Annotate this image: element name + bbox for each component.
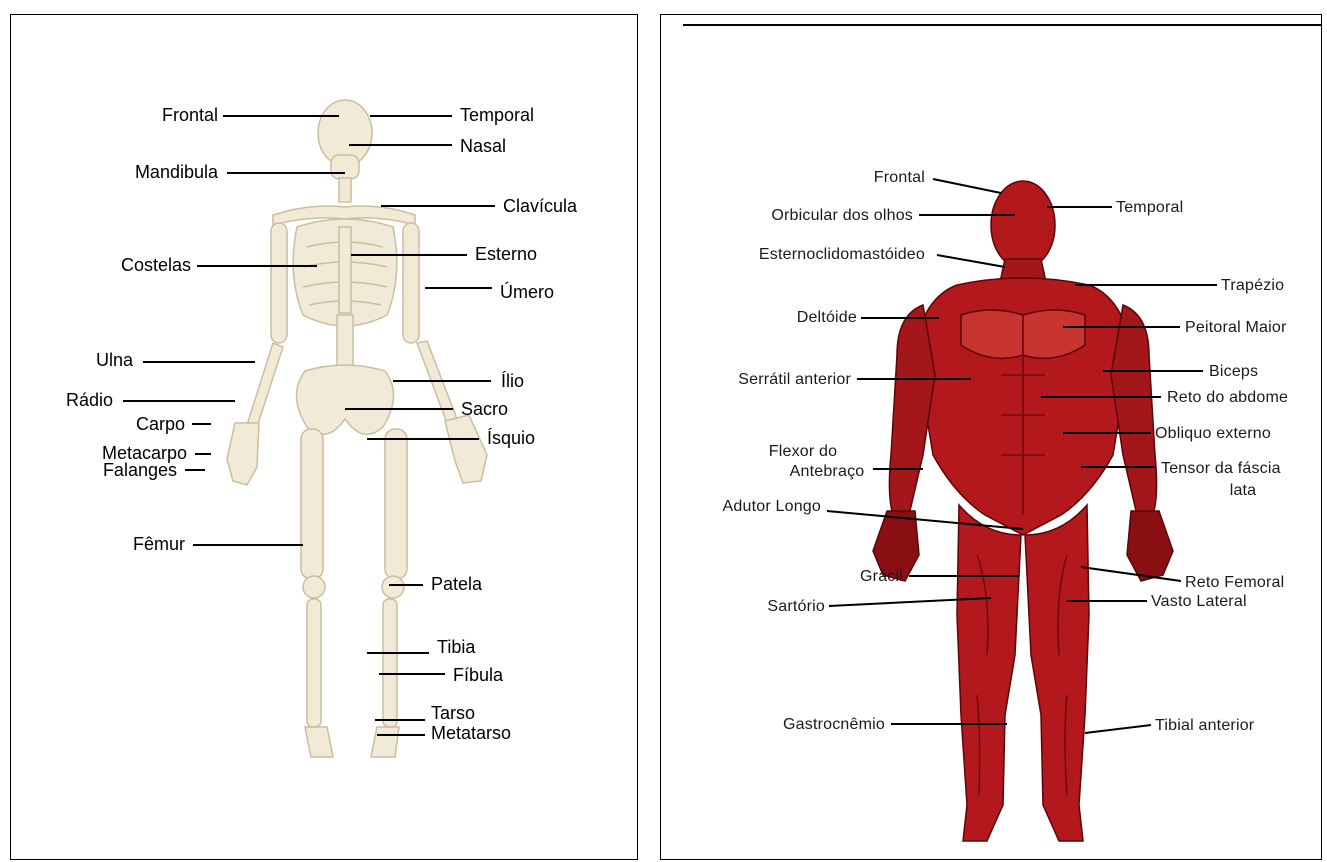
label-vasto-lateral: Vasto Lateral	[1151, 593, 1247, 610]
label-carpo: Carpo	[136, 414, 185, 434]
label-mandibula: Mandibula	[135, 162, 219, 182]
right-humerus	[403, 223, 419, 343]
label-flexor-2: Antebraço	[790, 463, 865, 480]
right-femur	[385, 429, 407, 579]
label-adutor: Adutor Longo	[723, 498, 821, 515]
label-ilio: Ílio	[501, 371, 524, 391]
muscles-diagram: Frontal Temporal Orbicular dos olhos Est…	[661, 15, 1322, 860]
label-flexor-1: Flexor do	[769, 443, 838, 460]
label-tarso: Tarso	[431, 703, 475, 723]
label-orbicular: Orbicular dos olhos	[771, 207, 913, 224]
skeleton-panel: Frontal Temporal Nasal Mandibula Clavícu…	[10, 14, 638, 860]
muscles-panel: Frontal Temporal Orbicular dos olhos Est…	[660, 14, 1322, 860]
label-peitoral: Peitoral Maior	[1185, 319, 1287, 336]
label-trapezio: Trapézio	[1221, 277, 1284, 294]
right-patella	[382, 576, 404, 598]
label-sacro: Sacro	[461, 399, 508, 419]
label-deltoide: Deltóide	[797, 309, 857, 326]
label-gracil: Grácil	[860, 568, 903, 585]
label-biceps: Biceps	[1209, 363, 1258, 380]
left-foot	[305, 727, 333, 757]
label-tensor-1: Tensor da fáscia	[1161, 460, 1281, 477]
left-hand	[227, 423, 259, 485]
right-leg	[1025, 505, 1089, 841]
label-clavicula: Clavícula	[503, 196, 578, 216]
pelvis	[296, 365, 393, 434]
right-hand	[445, 415, 487, 483]
neck-vertebrae	[339, 178, 351, 202]
label-tibial-anterior: Tibial anterior	[1155, 717, 1255, 734]
label-ulna: Ulna	[96, 350, 134, 370]
right-foot	[371, 727, 399, 757]
pectorals	[961, 310, 1085, 358]
label-temporal: Temporal	[460, 105, 534, 125]
label-femur: Fêmur	[133, 534, 185, 554]
label-esternocleido: Esternoclidomastóideo	[759, 246, 925, 263]
label-isquio: Ísquio	[487, 428, 535, 448]
right-tibia	[383, 599, 397, 727]
left-arm	[889, 305, 935, 515]
right-arm	[1111, 305, 1157, 515]
label-gastrocnemio: Gastrocnêmio	[783, 716, 885, 733]
label-patela: Patela	[431, 574, 483, 594]
label-esterno: Esterno	[475, 244, 537, 264]
skeleton-diagram: Frontal Temporal Nasal Mandibula Clavícu…	[11, 15, 638, 860]
left-humerus	[271, 223, 287, 343]
label-umero: Úmero	[500, 281, 554, 302]
label-fibula: Fíbula	[453, 665, 504, 685]
label-radio: Rádio	[66, 390, 113, 410]
label-reto-femoral: Reto Femoral	[1185, 574, 1284, 591]
sternum	[339, 227, 351, 313]
right-hand	[1127, 511, 1173, 581]
label-tibia: Tibia	[437, 637, 476, 657]
label-falanges: Falanges	[103, 460, 177, 480]
label-costelas: Costelas	[121, 255, 191, 275]
label-nasal: Nasal	[460, 136, 506, 156]
label-frontal: Frontal	[162, 105, 218, 125]
label-frontal: Frontal	[874, 169, 925, 186]
head	[991, 181, 1055, 269]
left-tibia	[307, 599, 321, 727]
label-metatarso: Metatarso	[431, 723, 511, 743]
label-reto-abdome: Reto do abdome	[1167, 389, 1288, 406]
left-femur	[301, 429, 323, 579]
skeleton-figure	[227, 100, 487, 757]
label-temporal: Temporal	[1116, 199, 1183, 216]
jaw	[331, 155, 359, 179]
left-forearm	[247, 343, 283, 427]
muscle-figure	[873, 181, 1173, 841]
left-patella	[303, 576, 325, 598]
label-serratil: Serrátil anterior	[738, 371, 851, 388]
label-obliquo: Obliquo externo	[1155, 425, 1271, 442]
label-sartorio: Sartório	[767, 598, 825, 615]
left-leg	[957, 505, 1021, 841]
label-tensor-2: lata	[1230, 482, 1257, 499]
